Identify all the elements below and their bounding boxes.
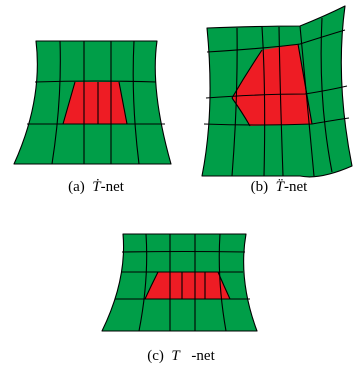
panel-b-mesh	[201, 5, 353, 178]
caption-a-label: (a)	[68, 179, 85, 195]
caption-a-symbol: Ṫ	[92, 179, 101, 195]
panel-b-refined-region	[232, 44, 312, 126]
caption-b-symbol: T̈	[275, 179, 285, 195]
panel-a-mesh	[13, 40, 172, 165]
caption-a: (a) Ṫ-net	[68, 180, 124, 195]
panel-c-refined-region	[145, 272, 230, 299]
caption-c: (c) T⃛-net	[147, 349, 215, 364]
caption-c-symbol: T⃛	[171, 348, 192, 364]
caption-b-label: (b)	[250, 179, 269, 195]
caption-c-suffix: -net	[191, 348, 215, 364]
caption-c-label: (c)	[147, 348, 164, 364]
caption-a-suffix: -net	[100, 179, 124, 195]
caption-b-suffix: -net	[284, 179, 308, 195]
caption-b: (b) T̈-net	[251, 180, 308, 195]
panel-c-mesh	[101, 233, 258, 332]
